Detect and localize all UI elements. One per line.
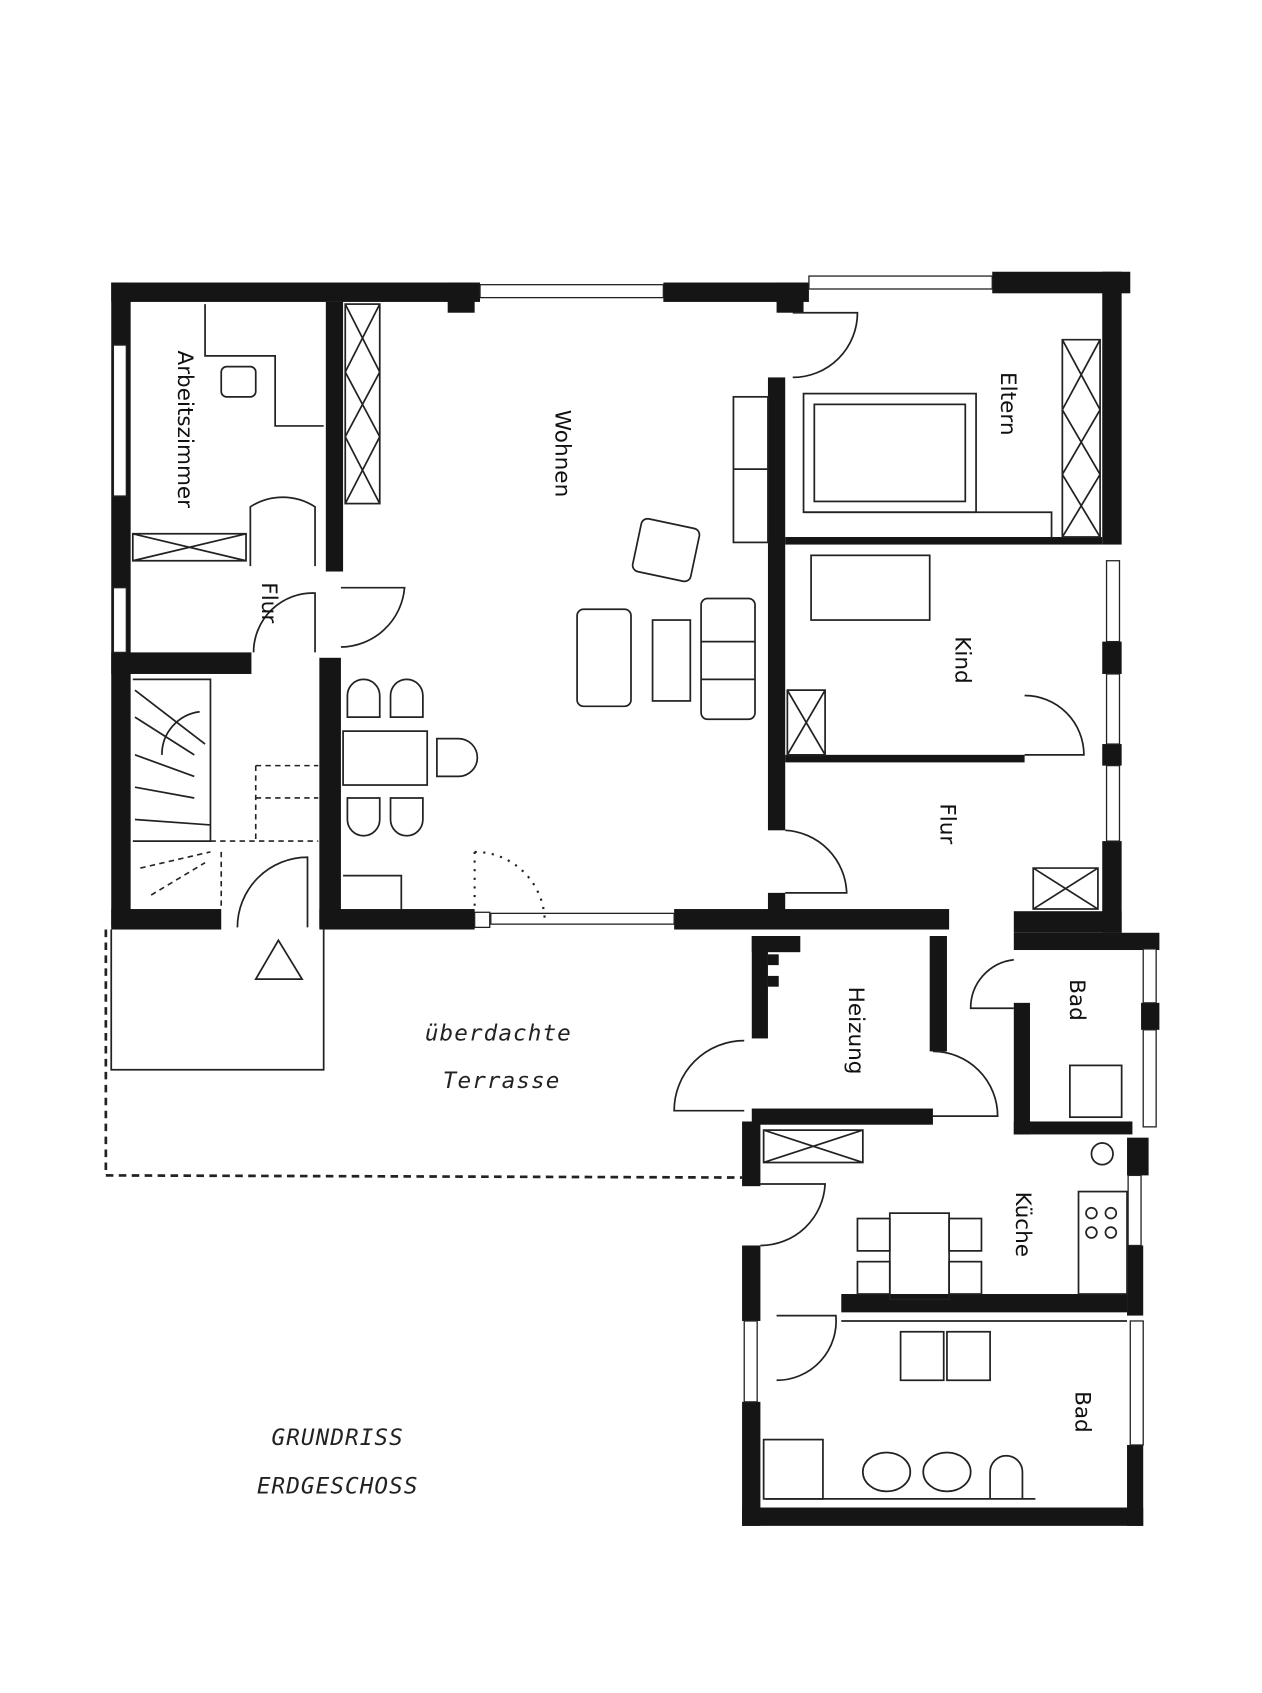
doors (236, 311, 1085, 1382)
entrance-triangle-icon (254, 938, 304, 980)
furniture (131, 303, 1128, 1500)
terrace-label-line2: Terrasse (443, 1068, 561, 1094)
room-label-kind: Kind (950, 636, 975, 683)
room-label-heizung: Heizung (843, 987, 868, 1075)
windows (112, 275, 1157, 1446)
room-label-wohnen: Wohnen (550, 410, 575, 497)
plan-title-line2: ERDGESCHOSS (257, 1474, 419, 1500)
room-label-flur-left: Flur (256, 582, 281, 623)
terrace-label-line1: überdachte (425, 1021, 572, 1047)
room-label-kueche: Küche (1010, 1192, 1035, 1257)
room-label-bad-large: Bad (1069, 1391, 1094, 1433)
terrace-outline (104, 929, 743, 1179)
plan-title-line1: GRUNDRISS (272, 1425, 404, 1451)
room-label-arbeitszimmer: Arbeitszimmer (172, 350, 197, 508)
room-label-bad-small: Bad (1064, 979, 1089, 1021)
room-label-eltern: Eltern (995, 372, 1020, 435)
walls (111, 271, 1160, 1526)
room-label-flur-right: Flur (934, 803, 959, 844)
